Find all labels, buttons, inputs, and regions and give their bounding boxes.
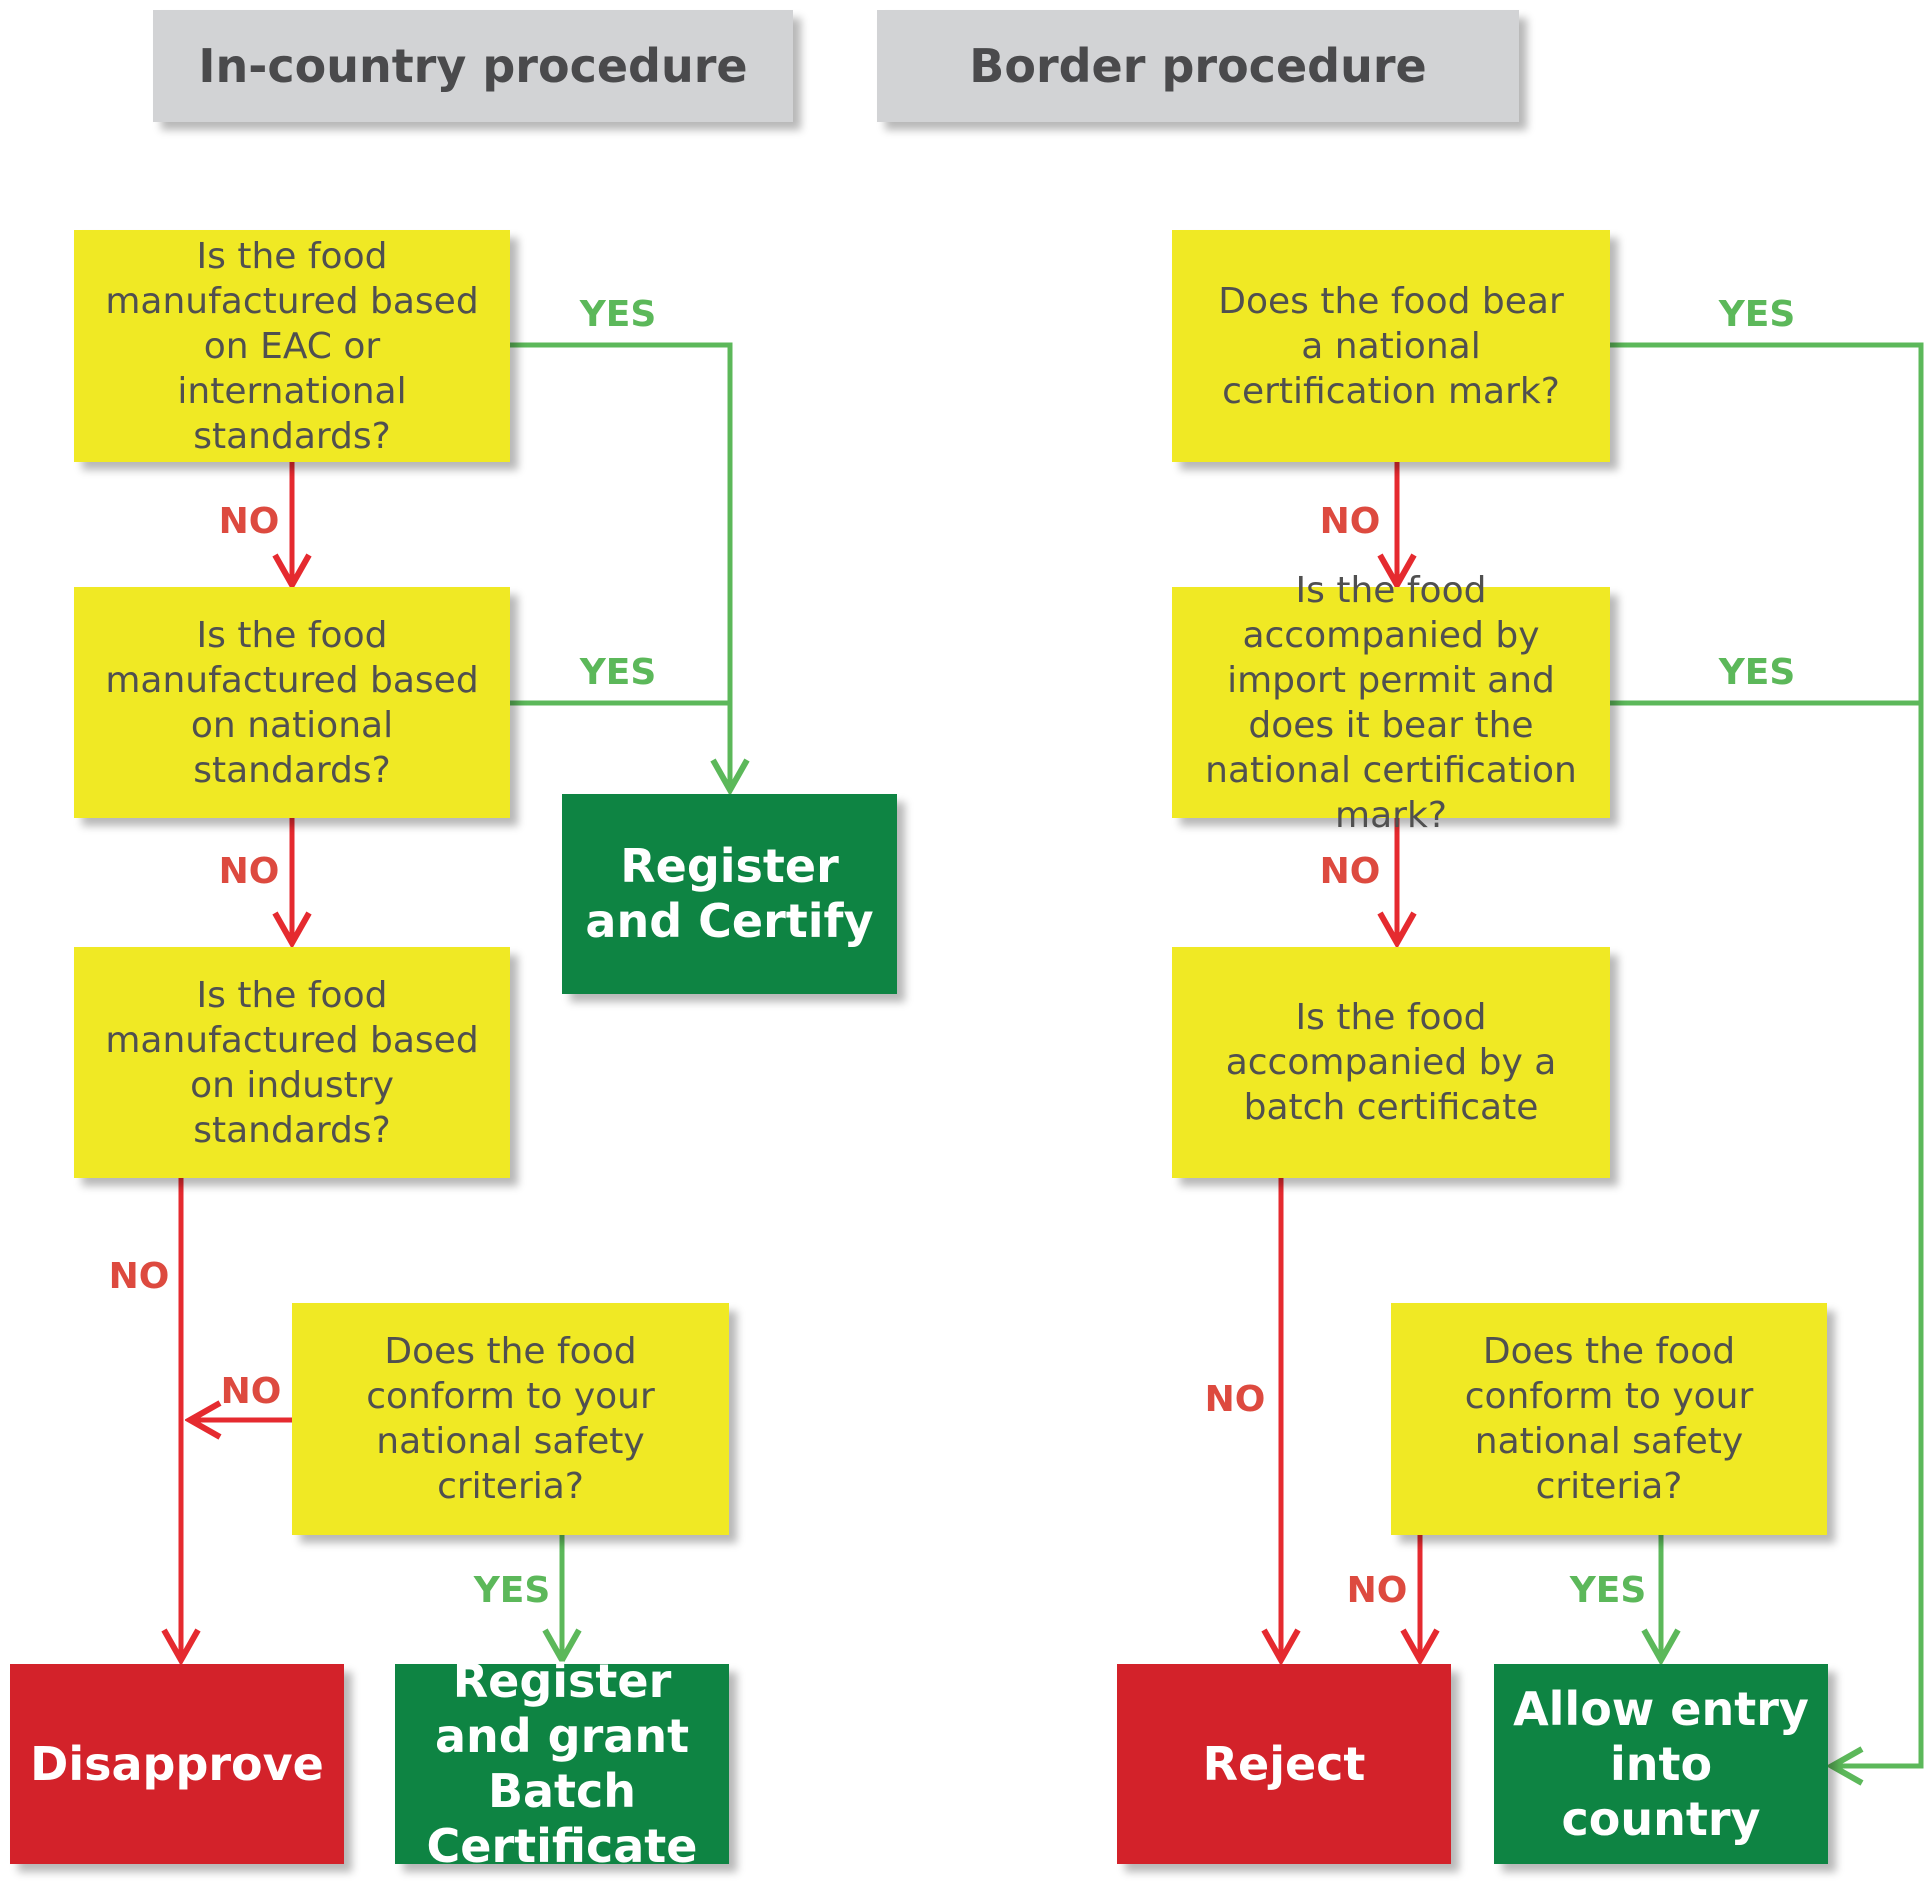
bd-q1-text: Does the food bear a national certificat…	[1218, 280, 1564, 412]
no-label: NO	[220, 1371, 282, 1412]
bd-question-safety-criteria: Does the food conform to your national s…	[1391, 1303, 1827, 1535]
bd-q1-yes-arrow	[1610, 342, 1924, 1766]
reject-text: Reject	[1202, 1736, 1366, 1791]
no-label: NO	[108, 1256, 170, 1297]
register-grant-batch-certificate-box: Register and grant Batch Certificate	[395, 1654, 729, 1873]
bd-q4-text: Does the food conform to your national s…	[1464, 1331, 1754, 1507]
allow-entry-text: Allow entry into country	[1513, 1681, 1809, 1846]
no-label: NO	[1204, 1379, 1266, 1420]
reject-box: Reject	[1117, 1664, 1451, 1864]
border-procedure-header: Border procedure	[877, 10, 1519, 122]
register-and-certify-box: Register and Certify	[562, 794, 897, 994]
ic-q1-text: Is the food manufactured based on EAC or…	[105, 235, 479, 457]
yes-label: YES	[1718, 294, 1796, 335]
ic-q4-text: Does the food conform to your national s…	[366, 1331, 655, 1507]
no-label: NO	[1319, 851, 1381, 892]
ic-question-safety-criteria: Does the food conform to your national s…	[292, 1303, 729, 1535]
bd-q3-text: Is the food accompanied by a batch certi…	[1225, 997, 1557, 1128]
register-grant-batch-certificate-text: Register and grant Batch Certificate	[426, 1654, 698, 1873]
bd-question-certification-mark: Does the food bear a national certificat…	[1172, 230, 1610, 462]
bd-question-batch-certificate: Is the food accompanied by a batch certi…	[1172, 947, 1610, 1178]
ic-question-industry-standards: Is the food manufactured based on indust…	[74, 947, 510, 1178]
in-country-header-text: In-country procedure	[198, 39, 748, 93]
yes-label: YES	[579, 652, 657, 693]
allow-entry-box: Allow entry into country	[1494, 1664, 1828, 1864]
in-country-procedure-header: In-country procedure	[153, 10, 793, 122]
no-label: NO	[1346, 1570, 1408, 1611]
ic-question-national-standards: Is the food manufactured based on nation…	[74, 587, 510, 818]
ic-q2-text: Is the food manufactured based on nation…	[105, 614, 479, 791]
disapprove-text: Disapprove	[30, 1736, 324, 1791]
disapprove-box: Disapprove	[10, 1664, 344, 1864]
yes-label: YES	[473, 1570, 551, 1611]
no-label: NO	[218, 851, 280, 892]
border-header-text: Border procedure	[969, 39, 1427, 93]
yes-label: YES	[1569, 1570, 1647, 1611]
ic-q3-text: Is the food manufactured based on indust…	[105, 974, 479, 1151]
no-label: NO	[1319, 501, 1381, 542]
yes-label: YES	[579, 294, 657, 335]
yes-label: YES	[1718, 652, 1796, 693]
no-label: NO	[218, 501, 280, 542]
bd-q2-text: Is the food accompanied by import permit…	[1205, 569, 1577, 836]
register-and-certify-text: Register and Certify	[585, 839, 874, 948]
bd-question-import-permit: Is the food accompanied by import permit…	[1172, 570, 1610, 836]
ic-question-eac-standards: Is the food manufactured based on EAC or…	[74, 230, 510, 462]
ic-q1-yes-arrow	[510, 342, 730, 790]
